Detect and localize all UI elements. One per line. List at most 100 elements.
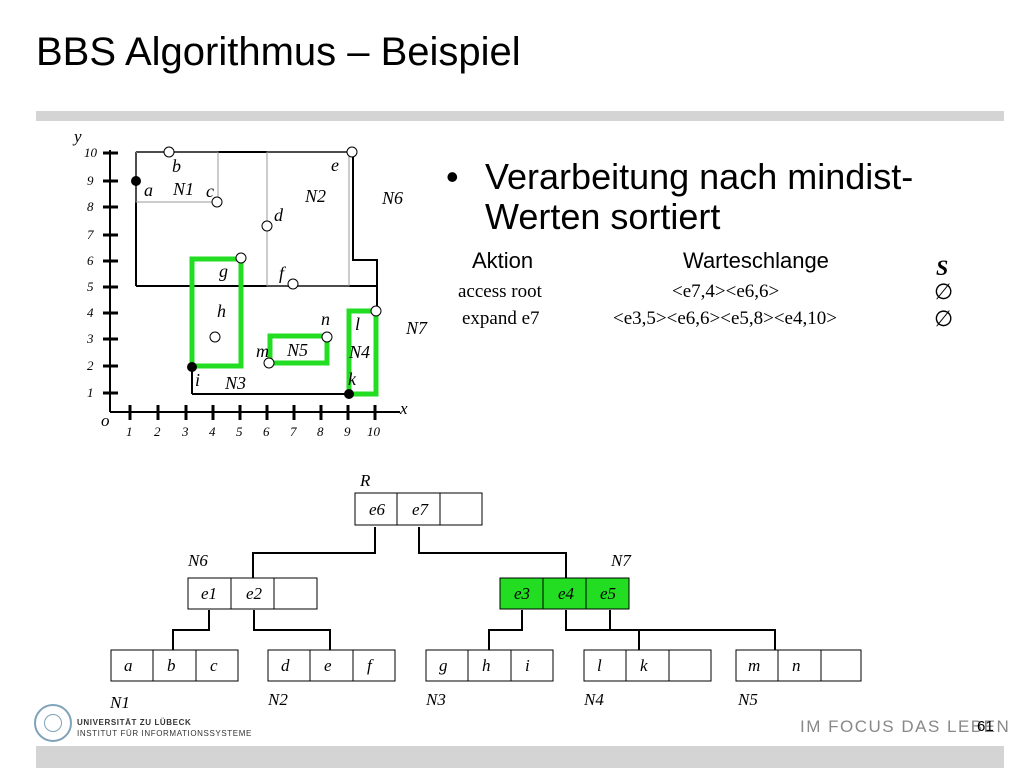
point-e (346, 146, 358, 158)
point-k (344, 389, 354, 399)
y-tick-6: 6 (87, 253, 94, 268)
x-tick-7: 7 (290, 424, 297, 439)
node-n6: e1 e2 (187, 577, 318, 610)
label-n4: N4 (348, 342, 370, 362)
n1-entry-b: b (167, 656, 176, 675)
x-tick-9: 9 (344, 424, 351, 439)
y-tick-2: 2 (87, 358, 94, 373)
label-e: e (331, 155, 339, 175)
n5-entry-m: m (748, 656, 760, 675)
y-tick-3: 3 (86, 331, 94, 346)
edge-n6-n2 (253, 610, 331, 650)
label-b: b (172, 156, 181, 176)
n2-entry-d: d (281, 656, 290, 675)
point-g (235, 252, 247, 264)
n1-entry-c: c (210, 656, 218, 675)
n5-label: N5 (737, 690, 758, 709)
label-n: n (321, 309, 330, 329)
root-entry-e7: e7 (412, 500, 430, 519)
footer-bar (36, 746, 1004, 768)
point-i (187, 362, 197, 372)
edge-n6-n1 (172, 610, 210, 650)
edge-n7-n3 (488, 610, 523, 650)
leaf-n2: d e f N2 (267, 649, 396, 709)
n3-entry-i: i (525, 656, 530, 675)
row1-queue: <e7,4><e6,6> (672, 281, 780, 302)
point-f (287, 278, 299, 290)
x-tick-5: 5 (236, 424, 243, 439)
label-n6: N6 (381, 188, 403, 208)
leaf-n4: l k N4 (583, 649, 712, 709)
y-tick-1: 1 (87, 385, 94, 400)
label-n3: N3 (224, 373, 246, 393)
n2-entry-f: f (367, 656, 374, 675)
point-a (131, 176, 141, 186)
region-n5 (267, 333, 330, 366)
label-i: i (195, 370, 200, 390)
x-tick-8: 8 (317, 424, 324, 439)
slide-title: BBS Algorithmus – Beispiel (36, 30, 521, 74)
n7-entry-e5: e5 (600, 584, 616, 603)
point-d (261, 220, 273, 232)
n4-entry-k: k (640, 656, 648, 675)
row2-action: expand e7 (462, 308, 540, 329)
n7-entry-e3: e3 (514, 584, 530, 603)
x-tick-4: 4 (209, 424, 216, 439)
n5-entry-n: n (792, 656, 801, 675)
edge-root-n7 (418, 527, 567, 578)
point-b (163, 146, 175, 158)
y-tick-9: 9 (87, 173, 94, 188)
label-n7-node: N7 (610, 551, 632, 570)
label-h: h (217, 301, 226, 321)
edge-root-n6 (252, 527, 376, 578)
region-n2 (266, 151, 350, 287)
label-d: d (274, 205, 284, 225)
row2-queue: <e3,5><e6,6><e5,8><e4,10> (613, 308, 837, 329)
x-tick-3: 3 (181, 424, 189, 439)
spatial-plot: y x o 10 9 8 7 6 5 4 3 2 1 (72, 127, 428, 439)
region-n6 (136, 151, 378, 312)
point-n (321, 331, 333, 343)
point-l (370, 305, 382, 317)
page-number: 61 (977, 718, 994, 735)
n6-entry-e2: e2 (246, 584, 263, 603)
point-m (263, 357, 275, 369)
root-entry-e6: e6 (369, 500, 386, 519)
x-tick-6: 6 (263, 424, 270, 439)
point-h (209, 331, 221, 343)
axis-y-label: y (72, 127, 82, 146)
university-seal-icon (34, 704, 72, 742)
n2-label: N2 (267, 690, 288, 709)
node-n7: e3 e4 e5 (499, 577, 630, 610)
edge-n7-n4 (565, 610, 640, 650)
label-n1: N1 (172, 179, 194, 199)
row1-action: access root (458, 281, 542, 302)
bullet-text: Verarbeitung nach mindist-Werten sortier… (485, 156, 914, 237)
row1-s: ∅ (934, 280, 954, 305)
label-a: a (144, 180, 153, 200)
y-tick-10: 10 (84, 145, 98, 160)
title-divider (36, 111, 1004, 121)
row2-s: ∅ (934, 307, 954, 332)
n3-entry-h: h (482, 656, 491, 675)
n3-entry-g: g (439, 656, 448, 675)
label-g: g (219, 261, 228, 281)
university-line1: UNIVERSITÄT ZU LÜBECK (77, 718, 192, 727)
n4-label: N4 (583, 690, 604, 709)
n4-entry-l: l (597, 656, 602, 675)
y-tick-8: 8 (87, 199, 94, 214)
x-tick-1: 1 (126, 424, 133, 439)
n6-entry-e1: e1 (201, 584, 217, 603)
edge-n7-n5 (609, 610, 776, 650)
university-name: UNIVERSITÄT ZU LÜBECK INSTITUT FÜR INFOR… (77, 717, 252, 739)
label-f: f (279, 263, 287, 283)
label-root: R (359, 471, 371, 490)
y-tick-5: 5 (87, 279, 94, 294)
region-n3 (189, 256, 244, 369)
label-k: k (348, 369, 357, 389)
label-n7: N7 (405, 318, 428, 338)
col-header-action: Aktion (472, 248, 534, 273)
y-tick-7: 7 (87, 227, 94, 242)
col-header-s: S (936, 255, 949, 280)
label-n5: N5 (286, 340, 308, 360)
